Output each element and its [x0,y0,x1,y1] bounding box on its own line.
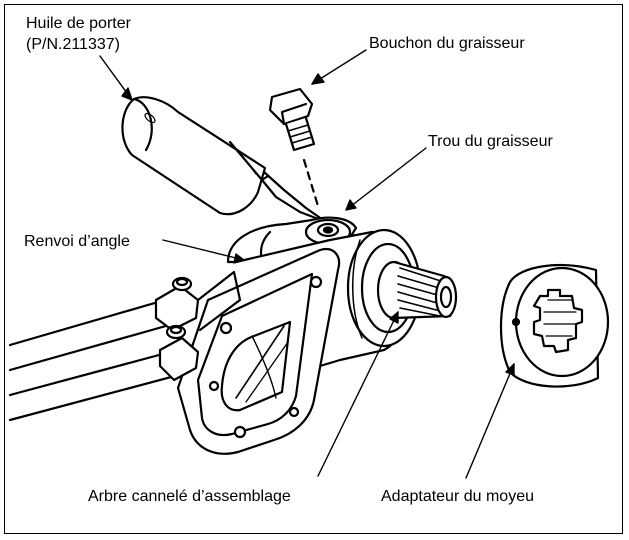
clamp-bolts [154,270,242,382]
hub-adapter [499,264,610,388]
spline-shaft-assembly [346,228,458,348]
leader-lines [99,49,515,479]
label-oil-part-number: (P/N.211337) [26,36,120,53]
label-oil-line1: Huile de porter [26,15,131,32]
oil-bottle [121,96,328,224]
label-grease-plug: Bouchon du graisseur [369,35,525,52]
grease-plug [268,87,320,208]
label-spline-shaft: Arbre cannelé d’assemblage [88,488,291,505]
label-hub-adapter: Adaptateur du moyeu [381,488,534,505]
label-grease-hole: Trou du graisseur [428,133,553,150]
label-gear-case: Renvoi d’angle [24,233,130,250]
